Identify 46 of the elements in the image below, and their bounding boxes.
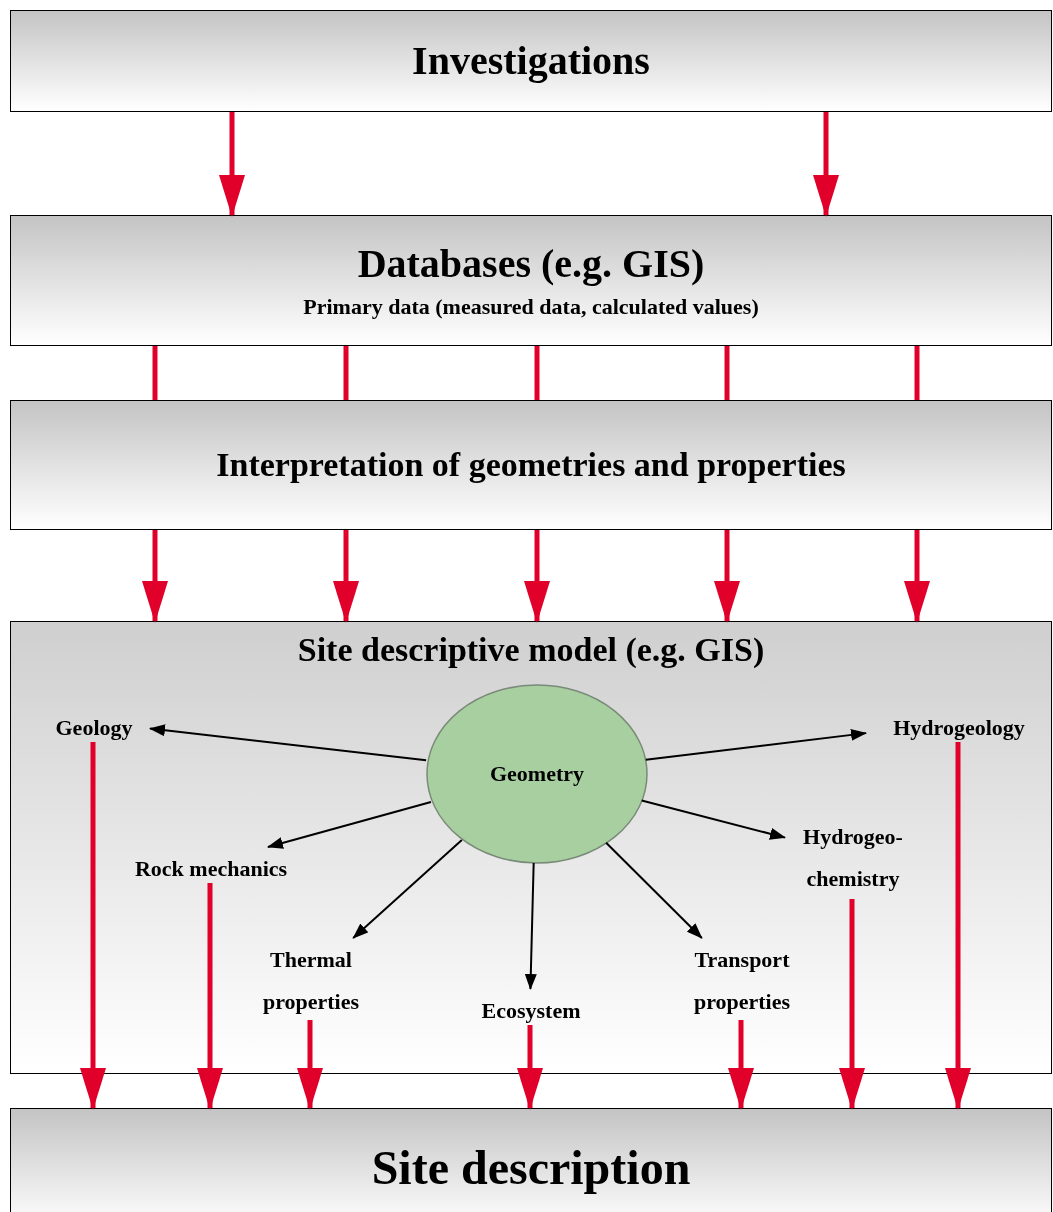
- box-title: Interpretation of geometries and properties: [216, 444, 846, 485]
- arrow: [352, 838, 463, 939]
- arrow: [333, 530, 359, 623]
- arrow: [640, 799, 786, 840]
- box-subtitle: Primary data (measured data, calculated values): [303, 294, 759, 321]
- arrow: [904, 530, 930, 623]
- box-title: Investigations: [412, 37, 650, 85]
- arrow: [266, 801, 432, 849]
- arrow: [644, 728, 867, 761]
- group-box: [10, 621, 1052, 1074]
- arrow: [813, 112, 839, 217]
- process-box: [10, 10, 1052, 112]
- connector-line: [343, 346, 349, 400]
- node-label: Geometry: [489, 760, 585, 788]
- arrow: [219, 112, 245, 217]
- arrow: [524, 862, 537, 990]
- process-box: [10, 215, 1052, 346]
- arrow: [714, 530, 740, 623]
- ellipse-node: [426, 684, 648, 864]
- arrow: [524, 530, 550, 623]
- node-label: Hydrogeo-chemistry: [786, 816, 920, 896]
- node-label: Ecosystem: [459, 990, 603, 1022]
- node-label: Geology: [37, 707, 151, 739]
- arrow: [839, 899, 865, 1110]
- connector-line: [534, 346, 540, 400]
- arrow: [945, 742, 971, 1110]
- process-box: [10, 400, 1052, 530]
- node-label: Transport properties: [669, 939, 815, 1017]
- arrow: [517, 1025, 543, 1110]
- node-label: Rock mechanics: [103, 848, 319, 880]
- connector-line: [724, 346, 730, 400]
- node-label: Hydrogeology: [867, 707, 1051, 739]
- arrow: [149, 724, 428, 762]
- arrow: [728, 1020, 754, 1110]
- arrow: [605, 841, 703, 939]
- arrow: [80, 742, 106, 1110]
- arrow: [197, 883, 223, 1110]
- connector-line: [914, 346, 920, 400]
- box-title: Databases (e.g. GIS): [357, 240, 705, 289]
- arrow: [297, 1020, 323, 1110]
- process-box: [10, 1108, 1052, 1212]
- connector-line: [152, 346, 158, 400]
- arrow: [142, 530, 168, 623]
- node-label: Thermal properties: [239, 939, 383, 1017]
- box-title: Site description: [371, 1140, 691, 1197]
- box-title: Site descriptive model (e.g. GIS): [297, 630, 765, 670]
